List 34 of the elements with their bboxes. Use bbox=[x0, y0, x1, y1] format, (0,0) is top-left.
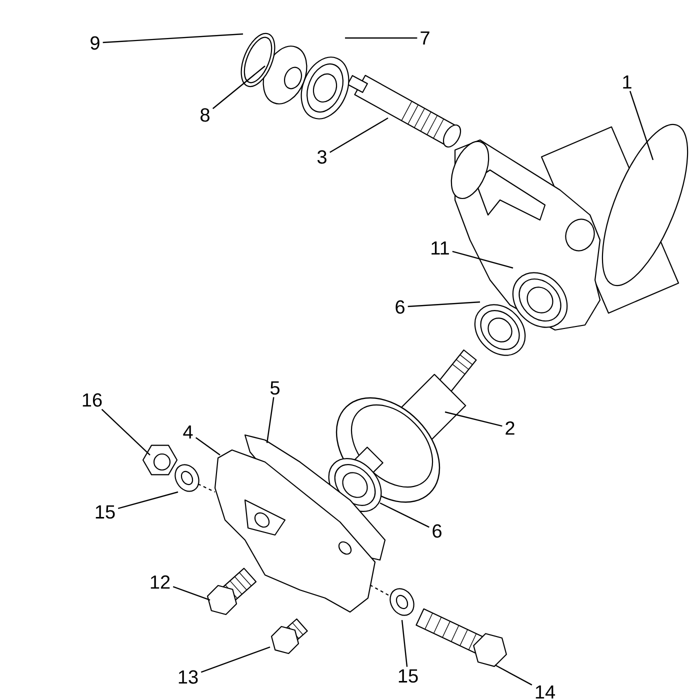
callout-number: 5 bbox=[270, 381, 280, 395]
leader-line bbox=[266, 397, 274, 444]
callout-number: 4 bbox=[183, 425, 193, 439]
leader-line bbox=[330, 117, 388, 153]
callout-number: 7 bbox=[420, 31, 430, 45]
callout-number: 16 bbox=[82, 393, 102, 407]
callout-number: 12 bbox=[150, 575, 170, 589]
leader-line bbox=[408, 301, 480, 308]
leader-line bbox=[401, 620, 408, 667]
callout-number: 15 bbox=[398, 669, 418, 683]
leader-line bbox=[102, 33, 244, 44]
callout-number: 2 bbox=[506, 421, 514, 435]
callout-number: 15 bbox=[96, 505, 115, 519]
leader-line bbox=[212, 66, 266, 110]
leader-line bbox=[629, 90, 654, 160]
leader-line bbox=[200, 646, 270, 673]
callout-number: 6 bbox=[432, 524, 442, 538]
leader-line bbox=[195, 437, 220, 456]
leader-line bbox=[494, 664, 532, 686]
callout-number: 13 bbox=[178, 670, 198, 684]
callout-number: 1 bbox=[623, 75, 632, 89]
callout-number: 9 bbox=[90, 36, 100, 50]
leader-line bbox=[118, 491, 178, 509]
callout-number: 3 bbox=[317, 150, 326, 164]
leader-line bbox=[101, 408, 150, 456]
leader-line bbox=[172, 586, 210, 601]
callout-number: 8 bbox=[200, 108, 210, 122]
leader-line bbox=[345, 37, 418, 39]
leader-line bbox=[380, 502, 430, 528]
leader-line bbox=[452, 250, 514, 269]
callout-number: 6 bbox=[396, 300, 404, 314]
callout-number: 11 bbox=[432, 241, 449, 255]
leader-line bbox=[444, 411, 502, 427]
callout-number: 14 bbox=[536, 685, 556, 699]
